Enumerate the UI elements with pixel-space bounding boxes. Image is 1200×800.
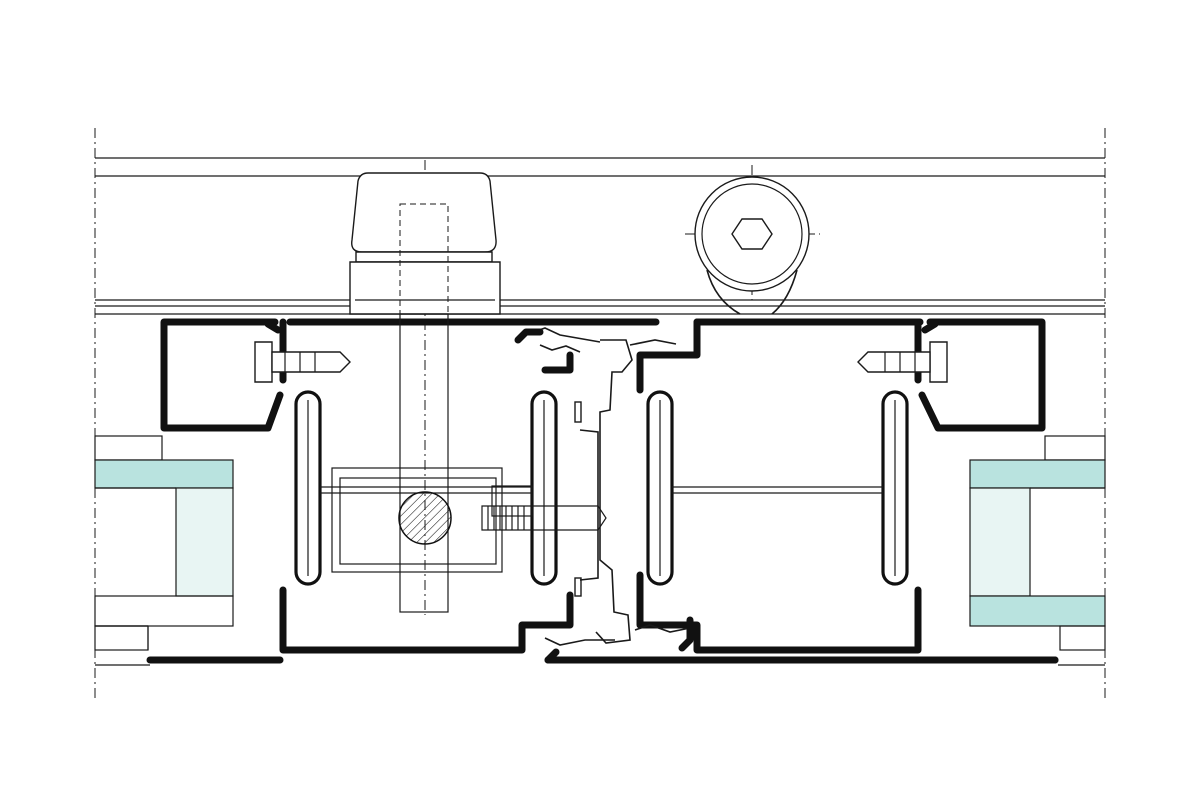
right-sash-profile: [544, 318, 1059, 664]
hinge: [694, 176, 810, 315]
right-frame-box: [918, 318, 1046, 432]
left-frame-box: [160, 318, 284, 432]
glazing-right: [969, 435, 1106, 666]
outer-frame-top: [95, 157, 1105, 315]
gaskets: [294, 390, 909, 586]
center-mullion: [514, 327, 694, 664]
handle: [349, 172, 501, 613]
glazing-left: [94, 435, 234, 666]
locking-gearbox: [331, 467, 607, 573]
locking-bolt: [398, 491, 452, 545]
tie-rod: [320, 486, 883, 494]
hinge-hex-socket: [731, 218, 773, 250]
screws: [254, 341, 948, 383]
screw-right: [929, 341, 948, 383]
screw-left: [254, 341, 273, 383]
